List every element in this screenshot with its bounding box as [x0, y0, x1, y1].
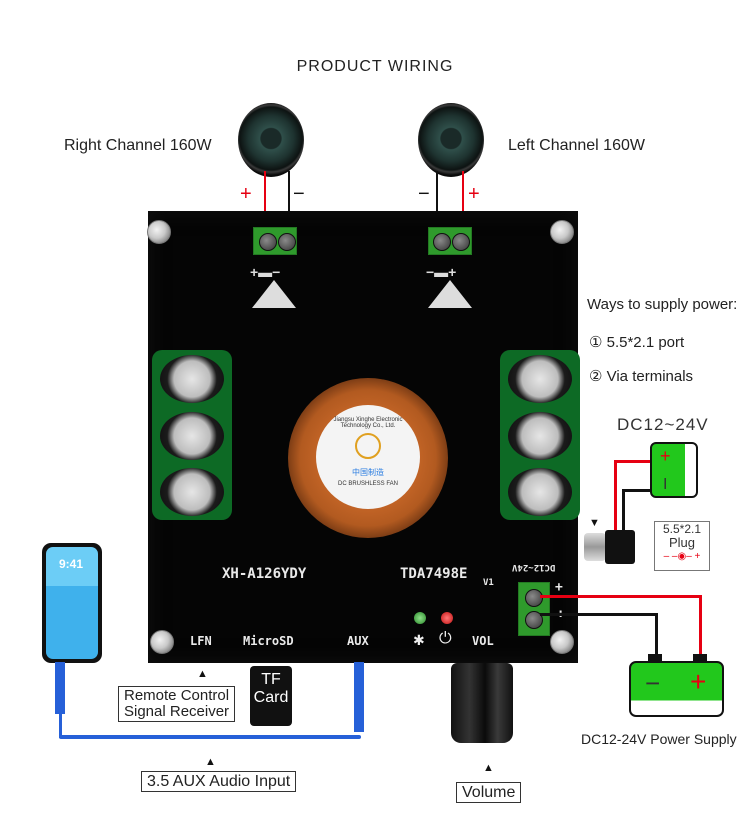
battery-plus-wire [699, 595, 702, 657]
plug-minus-wire [622, 489, 650, 492]
aux-cable-plug-left [55, 662, 65, 714]
aux-input-label: 3.5 AUX Audio Input [141, 771, 297, 792]
phone-screen [46, 547, 98, 659]
lfn-label: LFN [190, 634, 212, 648]
diagram-title: PRODUCT WIRING [296, 58, 454, 75]
power-supply-label: DC12-24V Power Supply [581, 731, 737, 747]
left-minus-wire [436, 171, 438, 243]
power-option-1: ① 5.5*2.1 port [589, 334, 685, 351]
tf-card-icon: TF Card [250, 666, 292, 726]
capacitor-bank-left [152, 350, 232, 520]
dc-plus-sign: + [555, 580, 563, 595]
right-plus-wire [264, 171, 266, 243]
dc-plug-tip [584, 533, 606, 561]
battery-terminal-minus [648, 654, 662, 662]
capacitor-bank-right [500, 350, 580, 520]
up-arrow-icon: ▲ [205, 756, 216, 768]
aux-cable [59, 712, 62, 738]
battery-minus-sign: − [645, 668, 661, 698]
board-model: XH-A126YDY [222, 566, 307, 582]
power-ways-heading: Ways to supply power: [587, 296, 738, 313]
screw-icon [550, 220, 574, 244]
right-minus-wire [288, 171, 290, 243]
dc-power-terminal[interactable] [518, 582, 550, 636]
right-plus-sign: + [240, 183, 252, 205]
remote-label-line1: Remote Control [124, 687, 230, 704]
battery-plus-wire [540, 595, 702, 598]
phone-time: 9:41 [59, 557, 84, 571]
power-led [441, 612, 453, 624]
small-battery-icon [650, 442, 698, 498]
speaker-cone-icon [252, 280, 296, 308]
volume-knob[interactable] [451, 663, 513, 743]
plug-plus-wire [614, 460, 650, 463]
right-channel-label: Right Channel 160W [64, 137, 212, 154]
left-plus-wire [462, 171, 464, 243]
plug-plus-wire [614, 460, 617, 530]
plug-label: Plug [668, 535, 696, 550]
right-minus-sign: − [293, 183, 305, 205]
left-speaker-symbol: −▬+ [426, 264, 457, 280]
vol-label: VOL [472, 634, 494, 648]
board-chip: TDA7498E [400, 566, 468, 582]
right-speaker-terminal[interactable] [253, 227, 297, 255]
fan-logo-icon [355, 433, 381, 459]
plug-size: 5.5*2.1 [662, 522, 702, 536]
power-icon: ⏻ [439, 630, 452, 647]
screw-icon [550, 630, 574, 654]
power-option-2: ② Via terminals [589, 368, 694, 385]
small-battery-plus: + [660, 446, 671, 466]
board-version: V1 [483, 578, 494, 588]
volume-label: Volume [456, 782, 522, 803]
left-speaker-terminal[interactable] [428, 227, 472, 255]
microsd-label: MicroSD [243, 634, 294, 648]
dc-plug-icon [605, 530, 635, 564]
fan-label: Jiangsu Xinghe Electronic Technology Co.… [316, 405, 420, 509]
battery-terminal-plus [693, 654, 707, 662]
bluetooth-icon: ✱ [413, 632, 425, 648]
left-plus-sign: + [468, 183, 480, 205]
aux-cable-plug-right [354, 662, 364, 732]
up-arrow-icon: ▲ [483, 762, 494, 774]
screw-icon [147, 220, 171, 244]
bluetooth-led [414, 612, 426, 624]
fan-type: DC BRUSHLESS FAN [337, 481, 398, 487]
battery-minus-wire [655, 613, 658, 657]
battery-icon [629, 661, 724, 717]
small-battery-minus: I [663, 476, 668, 493]
tf-card-line2: Card [253, 689, 289, 706]
fan-made-in: 中国制造 [352, 468, 384, 477]
plug-spec-box: 5.5*2.1 Plug – –◉– + [654, 521, 710, 571]
down-arrow-icon: ▼ [589, 517, 600, 529]
battery-plus-sign: + [690, 666, 707, 697]
aux-label: AUX [347, 634, 369, 648]
dc-range-label: DC12~24V [617, 415, 709, 434]
left-minus-sign: − [418, 183, 430, 205]
right-speaker-symbol: +▬− [250, 264, 281, 280]
speaker-cone-icon [428, 280, 472, 308]
aux-cable [59, 735, 361, 739]
plug-polarity: – –◉– + [663, 551, 701, 562]
left-channel-label: Left Channel 160W [508, 137, 645, 154]
plug-minus-wire [622, 489, 625, 531]
left-speaker-icon [418, 103, 484, 177]
right-speaker-icon [238, 103, 304, 177]
fan-company: Jiangsu Xinghe Electronic Technology Co.… [333, 417, 403, 429]
dc-input-label: DC12~24V [512, 562, 556, 572]
battery-minus-wire [540, 613, 658, 616]
up-arrow-icon: ▲ [197, 668, 208, 680]
remote-receiver-label: Remote Control Signal Receiver [118, 686, 236, 722]
remote-label-line2: Signal Receiver [124, 703, 230, 720]
tf-card-line1: TF [261, 671, 281, 688]
screw-icon [150, 630, 174, 654]
